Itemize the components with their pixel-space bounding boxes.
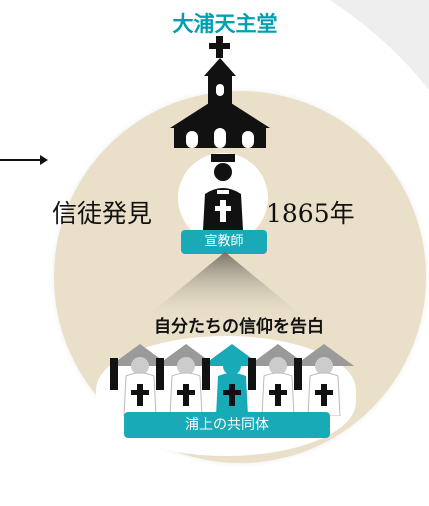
church-title: 大浦天主堂 (172, 12, 278, 36)
believers-group (110, 344, 354, 416)
missionary-icon (203, 154, 243, 230)
missionary-badge: 宣教師 (181, 230, 267, 254)
light-cone (140, 252, 310, 322)
believer-icon (156, 344, 216, 416)
discovery-label: 信徒発見 (52, 199, 153, 228)
year-label: 1865年 (266, 199, 355, 228)
community-badge: 浦上の共同体 (124, 412, 330, 438)
believer-icon-highlight (202, 344, 262, 416)
church-icon (170, 36, 270, 148)
believer-icon (248, 344, 308, 416)
confession-label: 自分たちの信仰を告白 (154, 317, 324, 337)
believer-icon (110, 344, 170, 416)
arrow-icon (0, 155, 48, 165)
believer-icon (294, 344, 354, 416)
